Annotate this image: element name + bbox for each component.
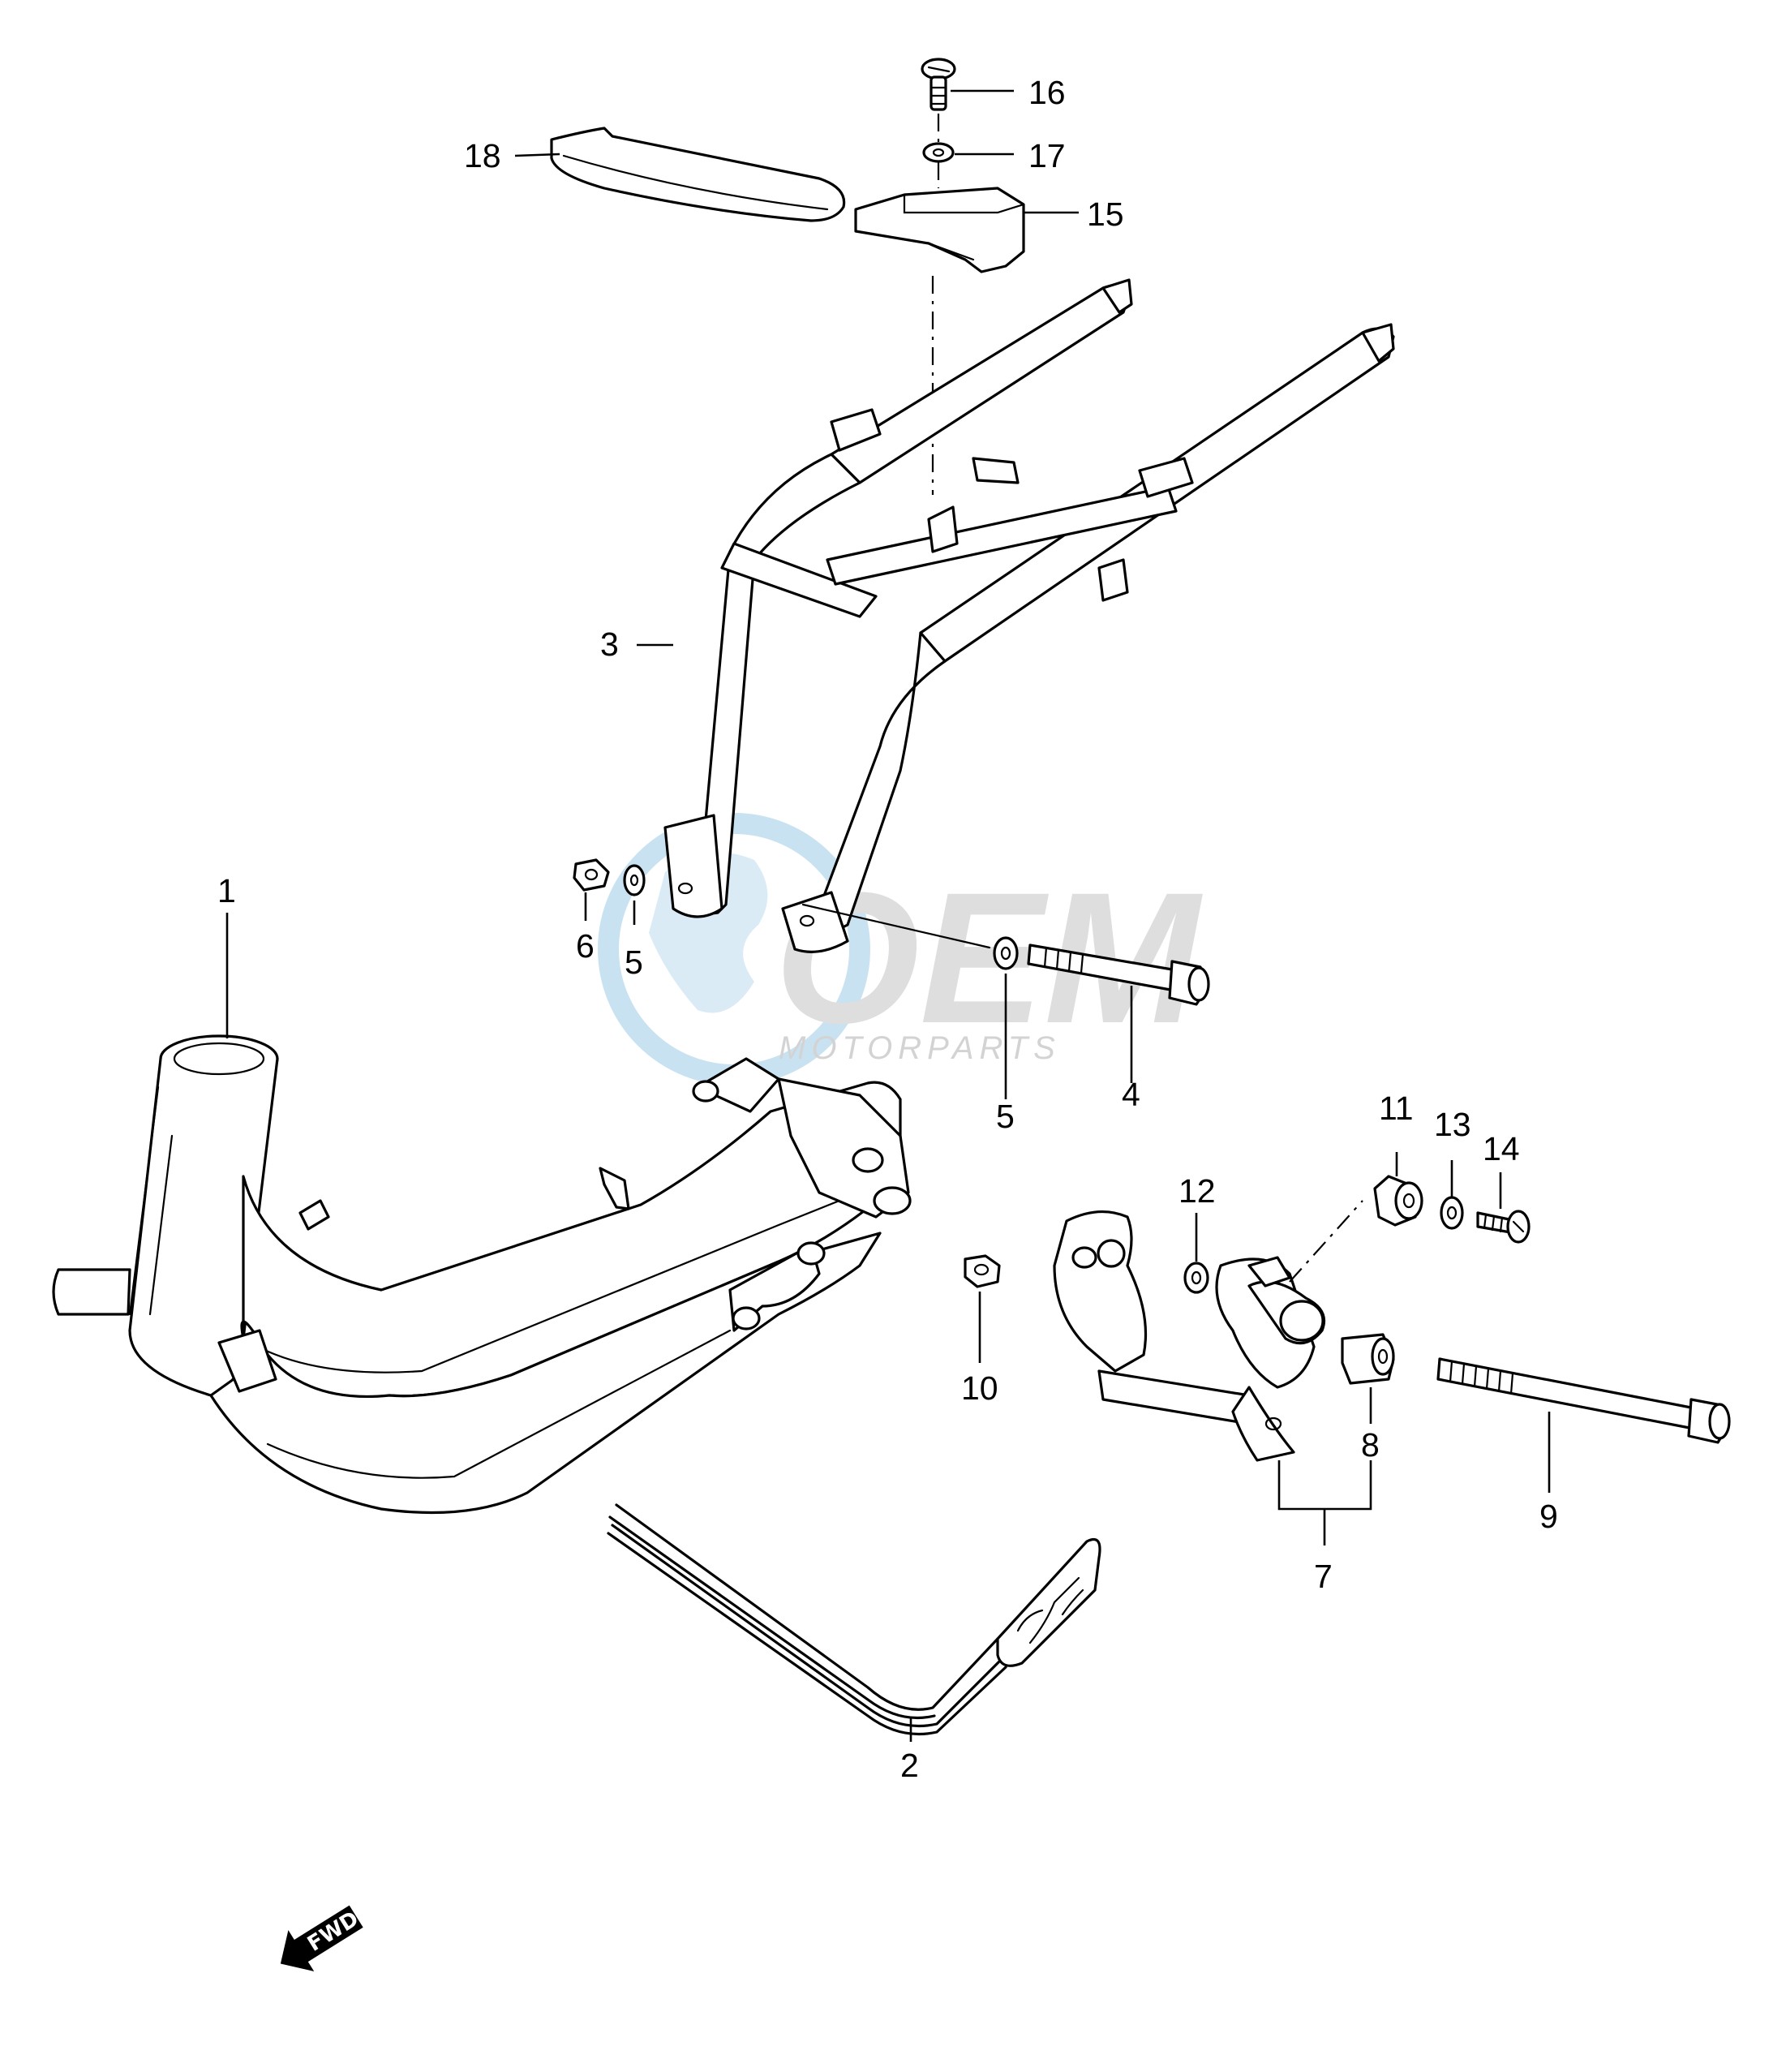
watermark-tagline: MOTORPARTS	[779, 1030, 1061, 1066]
part-17-washer	[922, 142, 955, 163]
callout-18: 18	[464, 137, 501, 174]
part-11-collar	[1373, 1175, 1423, 1227]
part-5-washer-lower	[993, 936, 1019, 970]
part-16-screw	[921, 58, 956, 111]
part-1-main-frame	[52, 1034, 912, 1515]
callout-12: 12	[1179, 1172, 1216, 1210]
callout-7: 7	[1314, 1558, 1333, 1595]
part-13-washer	[1440, 1196, 1464, 1230]
part-4-axis-line	[801, 903, 991, 949]
part-6-nut	[573, 858, 610, 892]
callout-14: 14	[1483, 1130, 1520, 1167]
part-15-bracket	[854, 187, 1025, 273]
callout-9: 9	[1539, 1498, 1558, 1535]
part-18-pad	[550, 127, 846, 222]
callout-16: 16	[1028, 74, 1066, 111]
leader-lines	[225, 89, 1551, 1742]
callout-10: 10	[961, 1369, 998, 1407]
callout-17: 17	[1028, 137, 1066, 174]
callout-5-upper: 5	[625, 944, 643, 981]
arrow-icon	[280, 1905, 363, 1971]
part-10-nut	[964, 1254, 1001, 1288]
part-3-rear-frame	[663, 278, 1395, 953]
part-7-bracket-assembly	[1053, 1210, 1326, 1462]
part-9-bolt	[1436, 1357, 1731, 1444]
callout-8: 8	[1361, 1426, 1380, 1464]
part-2-trim	[607, 1503, 1101, 1735]
part-8-spacer	[1341, 1333, 1395, 1385]
part-14-screw	[1476, 1210, 1531, 1244]
callout-6: 6	[576, 927, 595, 965]
callout-1: 1	[217, 872, 236, 909]
part-5-washer-upper	[623, 864, 646, 896]
fwd-label: FWD	[303, 1906, 363, 1956]
callouts: 1 2 3 4 5 5 6 7 8 9 10 11 12 13 14 15 16…	[217, 74, 1558, 1784]
part-2-logo-plate	[996, 1537, 1101, 1667]
callout-3: 3	[600, 625, 619, 663]
part-7-assembly-line	[1289, 1200, 1363, 1283]
callout-11: 11	[1379, 1090, 1414, 1127]
part-4-bolt	[1027, 944, 1210, 1006]
fwd-direction-badge: FWD	[280, 1905, 363, 1971]
callout-15: 15	[1087, 196, 1124, 233]
callout-13: 13	[1434, 1106, 1471, 1143]
callout-2: 2	[900, 1747, 919, 1784]
callout-5-lower: 5	[996, 1098, 1015, 1135]
part-12-washer	[1183, 1262, 1209, 1294]
callout-4: 4	[1122, 1076, 1140, 1113]
